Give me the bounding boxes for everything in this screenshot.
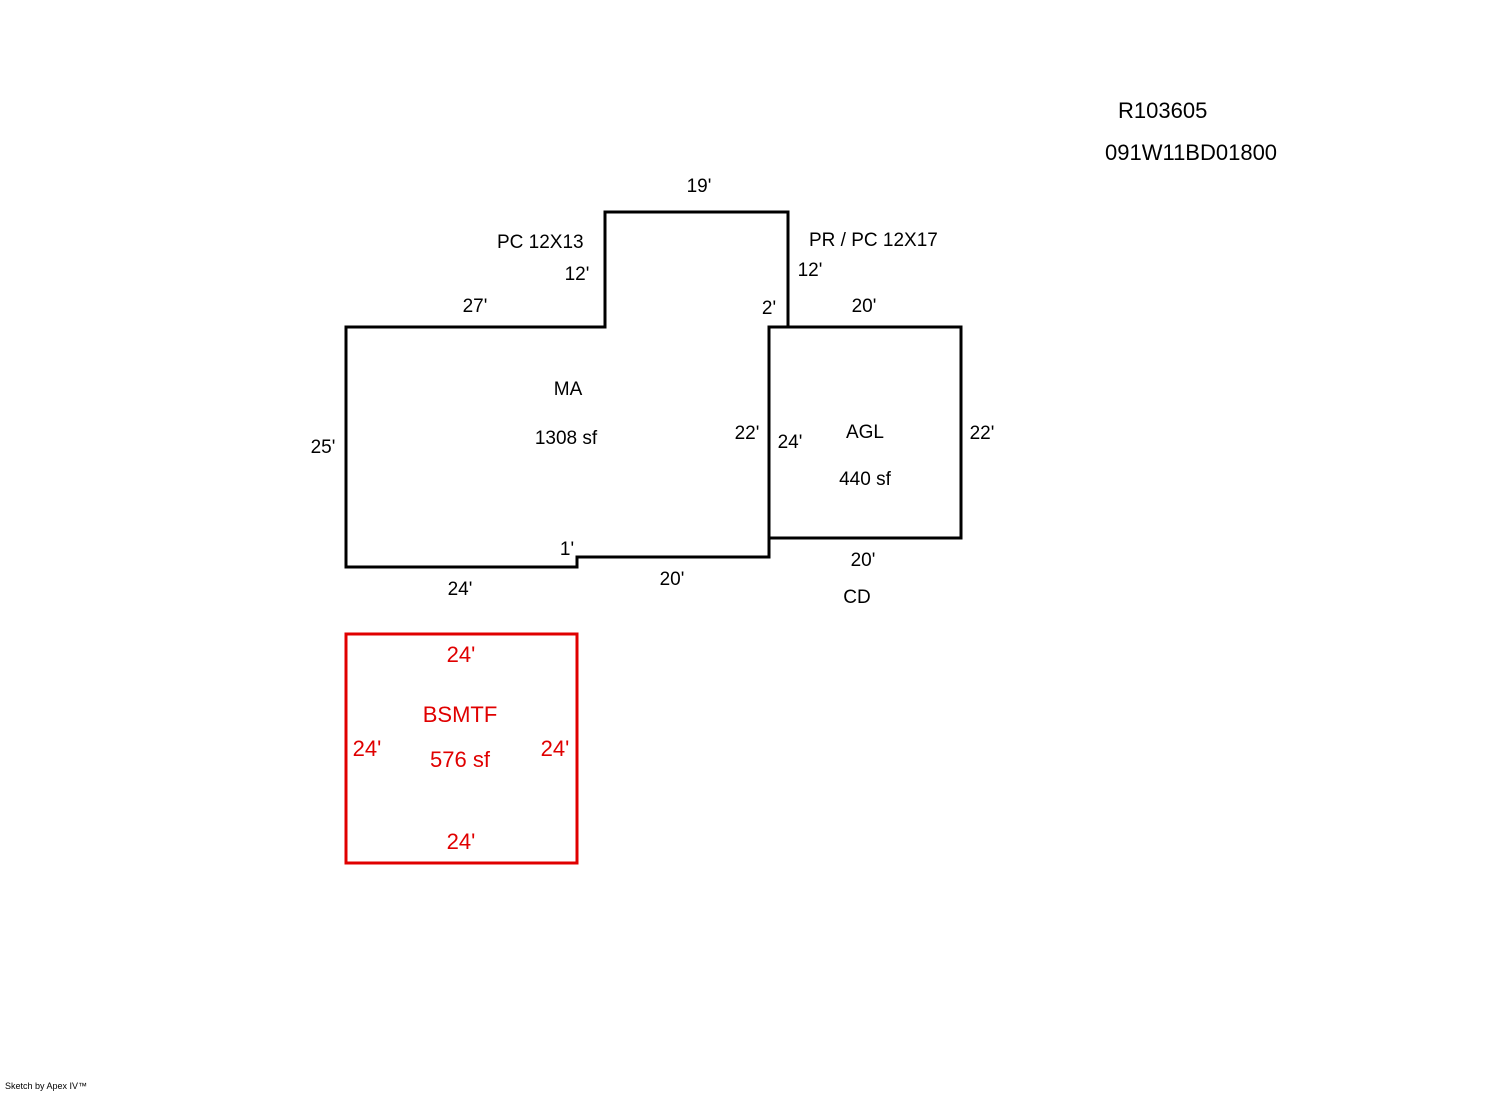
ma-area-label: 1308 sf — [534, 428, 598, 449]
bsmtf-code-label: BSMTF — [422, 702, 498, 727]
dim-step: 1' — [559, 539, 575, 560]
dim-ma-bottom-left: 24' — [447, 579, 473, 600]
agl-area-label: 440 sf — [839, 469, 891, 490]
bsmtf-area-label: 576 sf — [430, 747, 490, 772]
dim-ma-left: 25' — [310, 437, 336, 458]
account-id: R103605 — [1118, 98, 1208, 123]
pr-pc-label: PR / PC 12X17 — [809, 230, 938, 251]
dim-ma-bottom-right: 20' — [659, 569, 685, 590]
dim-agl-bottom: 20' — [850, 550, 876, 571]
dim-bsmt-right: 24' — [540, 736, 570, 761]
dim-notch: 2' — [761, 298, 777, 319]
dim-agl-left: 24' — [777, 432, 803, 453]
dim-agl-right: 22' — [969, 423, 995, 444]
cd-label: CD — [843, 587, 871, 608]
ma-code-label: MA — [553, 379, 583, 400]
dim-bsmt-top: 24' — [446, 642, 476, 667]
dim-ma-right: 22' — [734, 423, 760, 444]
pc-label: PC 12X13 — [497, 232, 584, 253]
dim-pc-top: 19' — [686, 176, 712, 197]
dim-pc-left: 12' — [564, 264, 590, 285]
sketch-credit: Sketch by Apex IV™ — [5, 1081, 88, 1091]
agl-code-label: AGL — [845, 422, 885, 443]
dim-agl-top: 20' — [851, 296, 877, 317]
dim-ma-top-left: 27' — [462, 296, 488, 317]
map-tax-lot: 091W11BD01800 — [1105, 140, 1278, 165]
dim-bsmt-bottom: 24' — [446, 829, 476, 854]
agl-outline — [767, 325, 963, 540]
dim-bsmt-left: 24' — [352, 736, 382, 761]
dim-pc-right: 12' — [797, 260, 823, 281]
basement-outline — [344, 632, 579, 865]
